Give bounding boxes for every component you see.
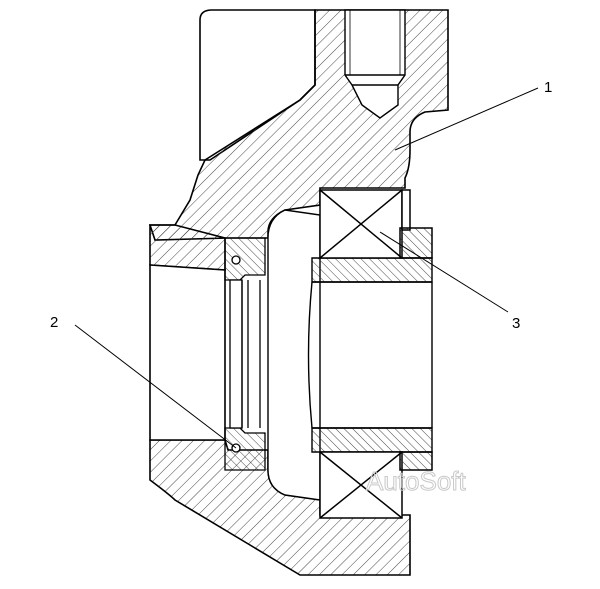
leader-line-3 [379, 231, 509, 313]
threaded-hole [344, 9, 406, 119]
bearing-lower [319, 451, 433, 519]
inner-bore [267, 209, 321, 501]
callout-3: 3 [512, 315, 520, 332]
bearing-upper [319, 189, 433, 259]
leader-line-2 [74, 324, 237, 449]
callout-1: 1 [544, 79, 552, 96]
shaft-ring [307, 257, 433, 453]
leader-line-1 [394, 87, 539, 151]
watermark: AutoSoft [366, 466, 467, 496]
leader-lines [74, 87, 539, 449]
housing-section [148, 9, 449, 576]
oil-seal [224, 237, 266, 471]
callout-2: 2 [50, 314, 58, 331]
